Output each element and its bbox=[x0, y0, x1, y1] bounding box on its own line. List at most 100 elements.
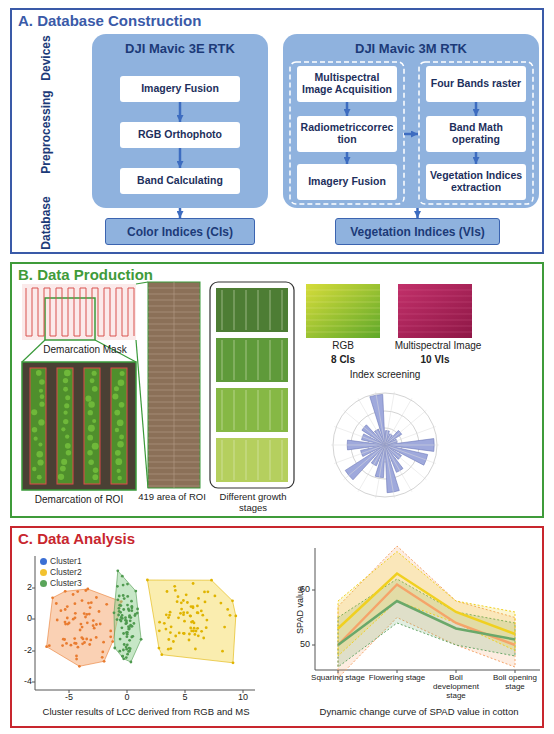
rose-bar bbox=[375, 445, 385, 478]
tick-mark bbox=[312, 590, 315, 591]
plot-grid bbox=[148, 384, 200, 385]
box-text: Imagery Fusion bbox=[305, 176, 389, 188]
data-point bbox=[182, 611, 185, 614]
data-point bbox=[126, 653, 129, 656]
data-point bbox=[190, 630, 193, 633]
data-point bbox=[68, 622, 71, 625]
data-point bbox=[129, 647, 132, 650]
stage-image bbox=[216, 338, 288, 382]
plant-leaf bbox=[37, 475, 42, 480]
data-point bbox=[75, 642, 78, 645]
rose-grid bbox=[351, 411, 419, 479]
data-point bbox=[174, 589, 177, 592]
axis-line bbox=[315, 670, 540, 671]
data-point bbox=[130, 605, 133, 608]
plot-grid bbox=[148, 318, 200, 319]
crop-row bbox=[270, 290, 271, 330]
data-point bbox=[73, 637, 76, 640]
plant-leaf bbox=[114, 386, 119, 391]
data-point bbox=[66, 623, 69, 626]
data-point bbox=[117, 598, 120, 601]
box-text: Four Bands raster bbox=[428, 78, 524, 90]
rose-bar bbox=[385, 445, 402, 459]
data-point bbox=[73, 642, 76, 645]
data-point bbox=[205, 626, 208, 629]
stage-image bbox=[216, 288, 288, 332]
image-caption: RGB bbox=[305, 340, 381, 352]
rose-bar bbox=[385, 445, 428, 465]
data-point bbox=[121, 626, 124, 629]
plant-leaf bbox=[32, 427, 37, 432]
data-point bbox=[98, 610, 101, 613]
plant-leaf bbox=[39, 379, 45, 385]
data-point bbox=[131, 606, 134, 609]
plant-leaf bbox=[88, 410, 93, 415]
zoom-frame bbox=[45, 298, 95, 340]
tick-label: -2 bbox=[12, 645, 32, 655]
data-point bbox=[163, 622, 166, 625]
plant-leaf bbox=[39, 389, 43, 393]
cluster-hull bbox=[147, 580, 235, 663]
plant-leaf bbox=[63, 419, 68, 424]
plant-leaf bbox=[58, 474, 64, 480]
data-point bbox=[177, 616, 180, 619]
data-point bbox=[124, 622, 127, 625]
device-panel: DJI Mavic 3E RTKImagery FusionRGB Orthop… bbox=[92, 34, 268, 208]
data-point bbox=[170, 625, 173, 628]
data-point bbox=[89, 639, 92, 642]
plant-leaf bbox=[112, 393, 118, 399]
plant-leaf bbox=[63, 411, 67, 415]
data-point bbox=[84, 616, 87, 619]
data-point bbox=[127, 628, 130, 631]
data-point bbox=[234, 615, 237, 618]
data-point bbox=[121, 655, 124, 658]
data-point bbox=[128, 627, 131, 630]
plot-grid bbox=[148, 486, 200, 487]
process-box: Band Calculating bbox=[120, 168, 240, 194]
data-point bbox=[120, 620, 123, 623]
data-point bbox=[177, 595, 180, 598]
stage-label: Flowering stage bbox=[368, 673, 426, 682]
plot-grid bbox=[148, 480, 200, 481]
data-point bbox=[196, 611, 199, 614]
rose-spoke bbox=[385, 392, 394, 445]
image-caption: Multispectral Image bbox=[388, 340, 488, 352]
data-point bbox=[92, 619, 95, 622]
data-point bbox=[74, 612, 77, 615]
plant-leaf bbox=[117, 476, 121, 480]
tick-label: 10 bbox=[233, 692, 253, 702]
data-point bbox=[200, 610, 203, 613]
crop-row bbox=[258, 290, 259, 330]
data-point bbox=[126, 595, 129, 598]
plot-grid bbox=[148, 348, 200, 349]
data-point bbox=[169, 647, 172, 650]
plant-leaf bbox=[38, 419, 44, 425]
data-point bbox=[136, 612, 139, 615]
rose-spoke bbox=[385, 398, 412, 445]
panel-heading: DJI Mavic 3M RTK bbox=[283, 41, 539, 56]
data-point bbox=[122, 584, 125, 587]
data-point bbox=[121, 575, 124, 578]
image-grid bbox=[306, 302, 380, 303]
plant-leaf bbox=[40, 394, 45, 399]
data-point bbox=[124, 616, 127, 619]
rose-spoke bbox=[334, 427, 385, 445]
crop-row bbox=[270, 440, 271, 480]
data-point bbox=[92, 624, 95, 627]
data-point bbox=[188, 633, 191, 636]
range-band bbox=[338, 546, 515, 678]
data-point bbox=[75, 655, 78, 658]
data-point bbox=[185, 593, 188, 596]
plot-grid bbox=[148, 294, 200, 295]
crop-row bbox=[246, 340, 247, 380]
rose-spoke bbox=[358, 445, 385, 492]
axis-line bbox=[315, 548, 316, 670]
data-point bbox=[127, 625, 130, 628]
data-point bbox=[130, 625, 133, 628]
data-point bbox=[70, 644, 73, 647]
data-point bbox=[118, 604, 121, 607]
tick-mark bbox=[515, 670, 516, 673]
legend-text: Cluster2 bbox=[50, 567, 82, 577]
image-grid bbox=[398, 332, 472, 333]
data-point bbox=[195, 630, 198, 633]
